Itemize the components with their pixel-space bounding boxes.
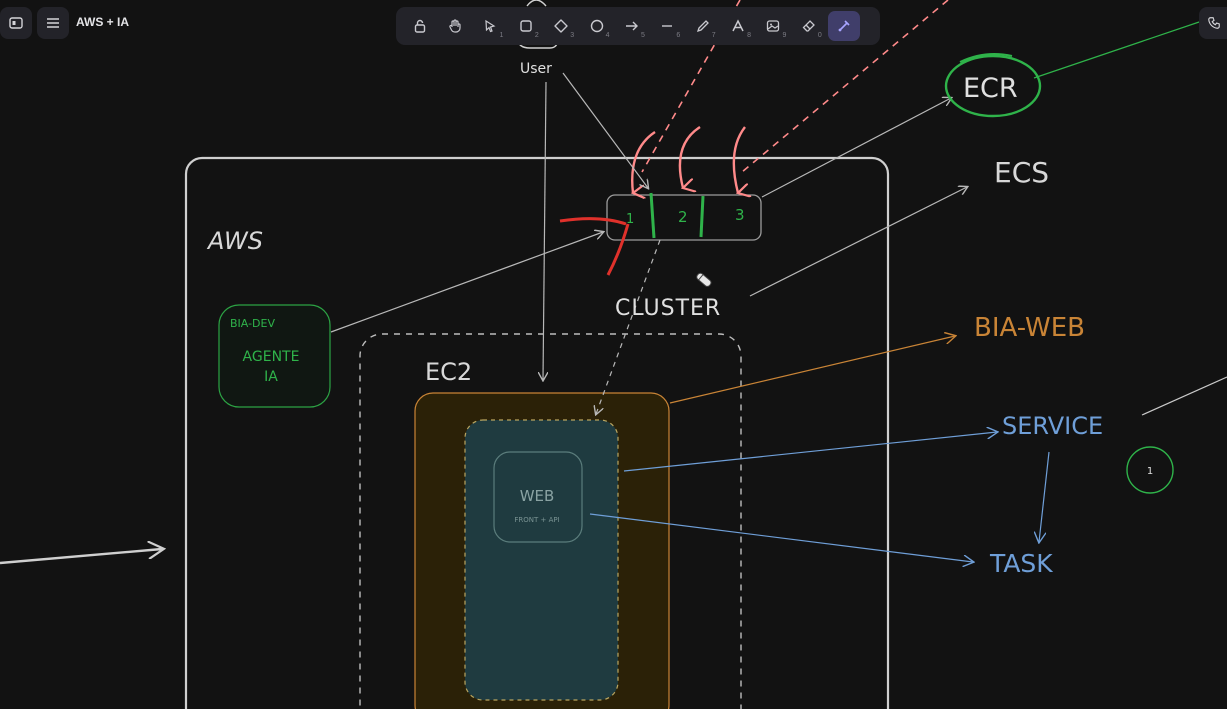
eraser-icon — [802, 20, 815, 32]
tool-image[interactable]: 9 — [757, 11, 789, 41]
user-label: User — [520, 61, 552, 77]
slot-3[interactable]: 3 — [735, 206, 745, 224]
tool-rectangle[interactable]: 2 — [510, 11, 542, 41]
agent-tag: BIA-DEV — [230, 317, 275, 330]
tool-diamond[interactable]: 3 — [545, 11, 577, 41]
rectangle-icon — [520, 20, 532, 32]
document-title[interactable]: AWS + IA — [76, 15, 130, 29]
ecs-label: ECS — [994, 156, 1049, 189]
agent-subtitle: IA — [264, 369, 278, 385]
web-title: WEB — [520, 487, 555, 505]
tool-line[interactable]: 6 — [651, 11, 683, 41]
pink-arrow-3 — [732, 126, 745, 193]
slot-divider-1 — [649, 192, 656, 239]
service-line — [1141, 376, 1227, 416]
container-to-service-arrow — [623, 432, 997, 472]
pointer-icon — [485, 19, 496, 33]
aws-label: AWS — [206, 227, 263, 255]
slot-1[interactable]: 1 — [626, 212, 634, 227]
tool-selection[interactable]: 1 — [474, 11, 506, 41]
drawing-toolbar: 1 2 3 4 5 6 7 8 — [396, 7, 880, 45]
red-mark — [559, 217, 627, 226]
agent-box[interactable] — [218, 304, 331, 408]
user-to-ec2-arrow — [543, 81, 546, 380]
user-to-cluster-arrow — [562, 72, 648, 188]
sidebar-icon — [9, 17, 23, 29]
user-icon — [526, 0, 547, 7]
bia-web-label: BIA-WEB — [974, 313, 1085, 343]
laser-cursor-icon — [696, 272, 712, 287]
pink-arrow-1 — [632, 131, 656, 193]
lock-icon — [414, 19, 425, 33]
ec2-container[interactable] — [359, 333, 742, 709]
tool-laser[interactable] — [828, 11, 861, 41]
tool-text[interactable]: 8 — [722, 11, 754, 41]
slot-divider-2 — [699, 195, 705, 238]
text-icon — [732, 19, 744, 32]
cluster-slots-box[interactable] — [606, 194, 762, 241]
badge-circle[interactable] — [1126, 446, 1174, 494]
cluster-label: CLUSTER — [615, 296, 721, 321]
container-box[interactable] — [464, 419, 619, 701]
tool-eraser[interactable]: 0 — [793, 11, 825, 41]
ecr-ellipse[interactable] — [944, 54, 1042, 118]
pink-arrow-2 — [678, 125, 701, 188]
agent-title: AGENTE — [243, 349, 300, 365]
web-box[interactable] — [493, 451, 583, 543]
ecr-label: ECR — [963, 73, 1018, 104]
service-to-task-arrow — [1039, 451, 1050, 542]
main-menu-button[interactable] — [37, 7, 69, 39]
agent-to-cluster-arrow — [330, 232, 603, 333]
service-label: SERVICE — [1002, 412, 1103, 440]
cluster-to-ecs-arrow — [749, 187, 967, 297]
cluster-to-container-arrow — [596, 239, 661, 414]
diamond-icon — [554, 19, 568, 33]
phone-icon — [1208, 17, 1220, 29]
red-mark-2 — [606, 223, 630, 276]
live-collaboration-button[interactable] — [1199, 7, 1227, 39]
tool-arrow[interactable]: 5 — [616, 11, 648, 41]
hamburger-icon — [47, 18, 59, 28]
tool-lock[interactable] — [404, 11, 436, 41]
web-to-task-arrow — [589, 513, 973, 562]
ecr-ellipse-stroke — [959, 53, 1013, 63]
tool-draw[interactable]: 7 — [687, 11, 719, 41]
tool-hand[interactable] — [439, 11, 471, 41]
incoming-arrow — [0, 549, 162, 565]
cluster-to-ecr-arrow — [761, 98, 951, 198]
ec2-label: EC2 — [425, 358, 472, 386]
badge-value: 1 — [1147, 466, 1153, 477]
pink-dashed-2 — [741, 0, 949, 173]
sidebar-toggle-button[interactable] — [0, 7, 32, 39]
ecr-green-line — [1033, 19, 1206, 79]
arrow-icon — [625, 21, 638, 31]
hand-icon — [449, 19, 461, 33]
slot-2[interactable]: 2 — [678, 208, 688, 226]
line-icon — [662, 25, 673, 27]
pencil-icon — [696, 20, 709, 33]
task-label: TASK — [989, 549, 1053, 578]
web-subtitle: FRONT + API — [514, 516, 559, 524]
laser-pointer-icon — [838, 20, 850, 32]
image-icon — [767, 20, 780, 32]
tool-ellipse[interactable]: 4 — [581, 11, 613, 41]
ellipse-icon — [590, 19, 603, 33]
ec2-to-biaweb-arrow — [669, 336, 955, 404]
